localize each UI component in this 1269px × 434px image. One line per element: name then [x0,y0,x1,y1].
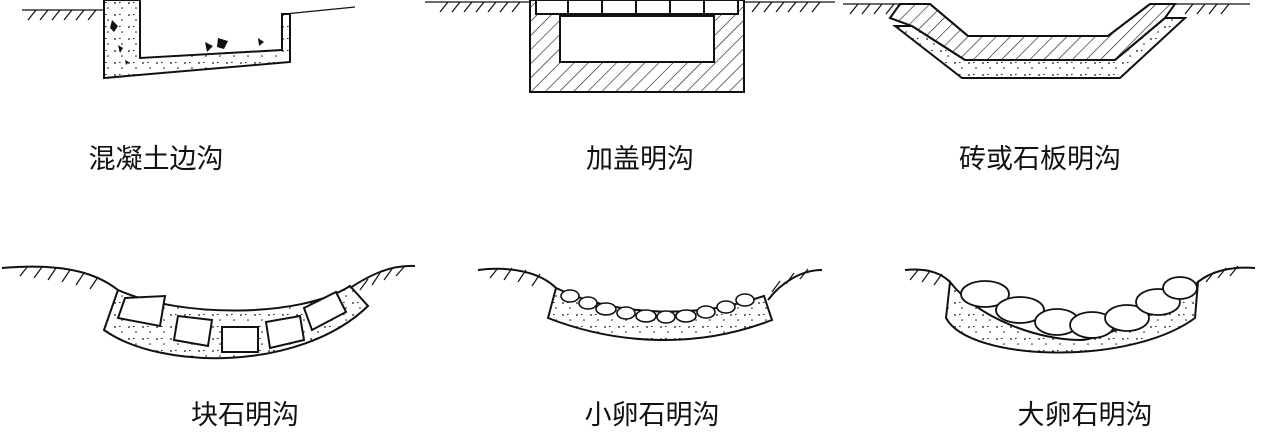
large-cobble-ditch-figure [905,266,1255,353]
ground-hatch [20,266,404,290]
concrete-ditch-figure [22,0,355,78]
covered-ditch-figure [425,0,835,92]
channel-opening [560,16,714,62]
ground-surface [478,269,822,300]
ground-hatch [22,7,355,20]
ground-hatch [490,268,808,292]
caption-large-cobble-ditch: 大卵石明沟 [1017,400,1153,431]
small-cobbles [561,290,754,323]
concrete-lining [104,0,290,78]
caption-concrete-ditch: 混凝土边沟 [88,144,224,175]
caption-small-cobble-ditch: 小卵石明沟 [584,400,720,431]
ground-surface [2,266,415,290]
cover-slabs [536,0,738,14]
caption-covered-ditch: 加盖明沟 [586,144,694,175]
stone-blocks [118,292,346,352]
brick-stone-ditch-figure [843,4,1250,78]
caption-brick-stone-ditch: 砖或石板明沟 [959,144,1121,175]
block-stone-ditch-figure [2,266,415,358]
ground-hatch [425,2,835,12]
large-cobbles [961,277,1197,338]
small-cobble-ditch-figure [478,268,822,340]
caption-block-stone-ditch: 块石明沟 [191,400,299,431]
ground-hatch [910,266,1238,285]
ground-surface [905,268,1255,282]
